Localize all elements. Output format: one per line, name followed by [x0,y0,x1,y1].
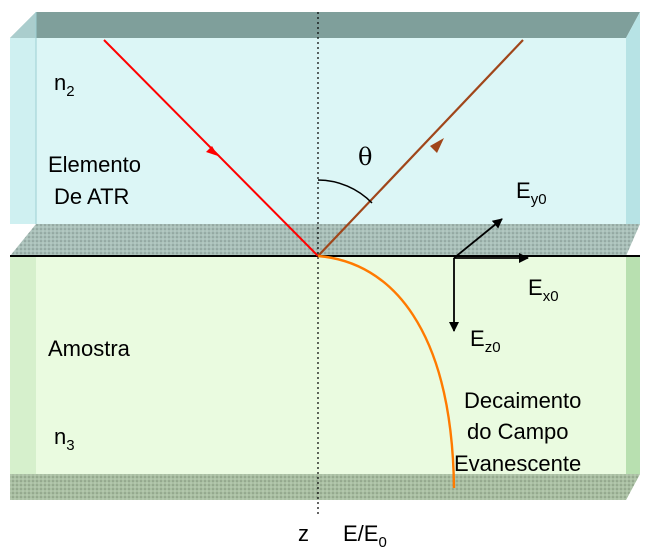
label-n2: n2 [54,70,75,100]
label-element-line1: Elemento [48,152,141,177]
label-ex0: Ex0 [528,275,559,305]
label-n3: n3 [54,424,75,454]
label-decay-line1: Decaimento [464,388,581,413]
interface-band [10,224,640,256]
label-decay-line3: Evanescente [454,451,581,476]
sample-right-face [626,256,640,500]
label-ez0: Ez0 [470,326,501,356]
ey0-arrow [453,218,503,259]
theta-arc [317,179,373,204]
incident-ray [103,39,319,257]
label-element-line2: De ATR [54,184,129,209]
sample-left-face [10,256,36,500]
reflected-ray [317,39,524,257]
label-amostra: Amostra [48,336,131,361]
label-e-over-e0: E/E0 [343,521,387,550]
label-theta: θ [358,143,372,171]
crystal-left-face [10,12,36,224]
crystal-right-face [626,12,640,224]
atr-crystal [10,12,640,224]
label-decay-line2: do Campo [467,419,569,444]
field-vectors [449,218,529,332]
label-ey0: Ey0 [516,178,547,208]
evanescent-decay-curve [317,254,456,489]
crystal-top-face [10,12,640,38]
label-z: z [298,521,309,546]
